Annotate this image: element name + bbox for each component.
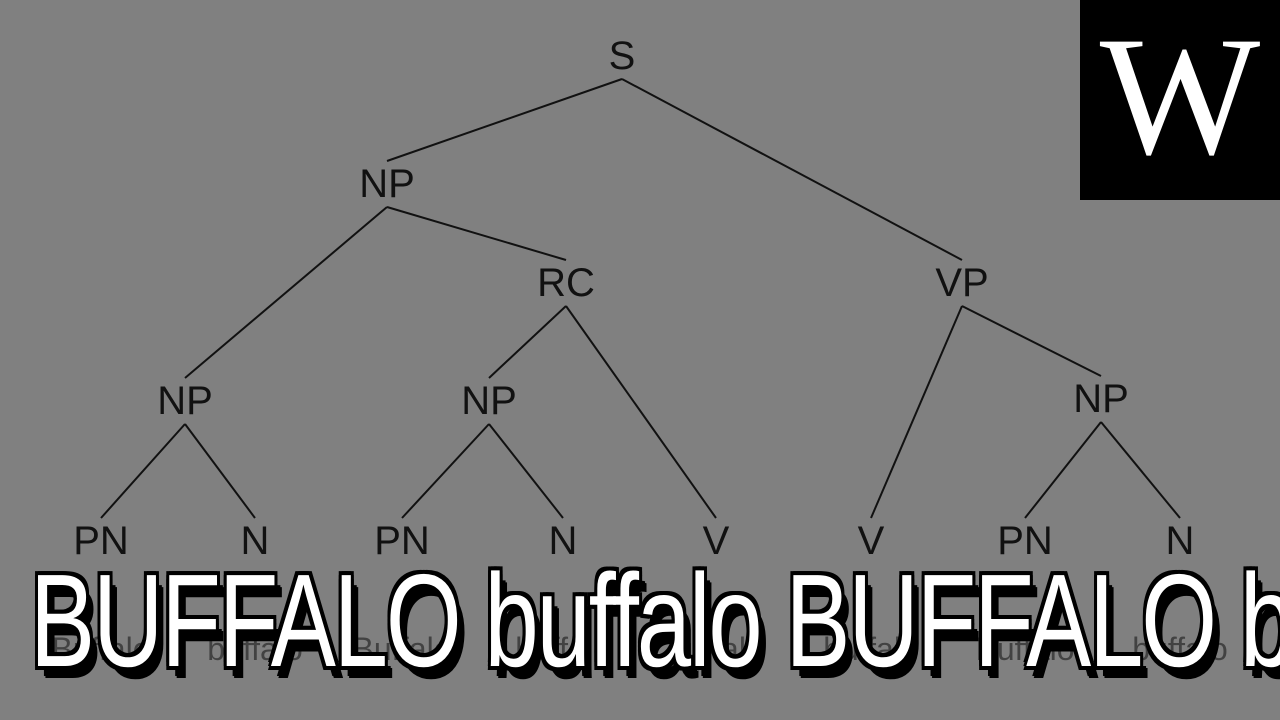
title-caption: BUFFALO buffalo BUFFALO buffalo <box>30 547 1280 694</box>
tree-leaf-word: Buffalo <box>51 631 150 667</box>
tree-edge <box>1024 421 1102 519</box>
tree-nodes: S NP VP RC NP NP NP PN N PN N V V PN N <box>73 34 1194 563</box>
tree-node-pn: PN <box>374 519 430 563</box>
tree-node-vp: VP <box>935 261 988 305</box>
tree-leaf-word: Buffalo <box>975 631 1074 667</box>
tree-edge <box>488 423 564 519</box>
tree-node-n: N <box>1166 519 1195 563</box>
logo-letter: W <box>1099 2 1261 190</box>
tree-node-v: V <box>858 519 885 563</box>
tree-leaf-word: buffalo <box>668 631 764 667</box>
tree-node-rc: RC <box>537 261 595 305</box>
tree-node-n: N <box>241 519 270 563</box>
tree-edge <box>1100 421 1181 519</box>
tree-edge <box>621 78 963 261</box>
tree-edge <box>386 206 567 261</box>
tree-edge <box>401 423 490 519</box>
tree-node-np: NP <box>461 379 517 423</box>
tree-edge <box>386 78 623 162</box>
tree-node-pn: PN <box>997 519 1053 563</box>
tree-node-n: N <box>549 519 578 563</box>
tree-node-np: NP <box>359 162 415 206</box>
wikipedia-logo: W <box>1080 0 1280 200</box>
tree-leaf-word: buffalo <box>515 631 611 667</box>
tree-leaf-word: buffalo <box>207 631 303 667</box>
tree-leaf-words: Buffalo buffalo Buffalo buffalo buffalo buffa… <box>51 631 1227 667</box>
tree-edge <box>565 305 717 519</box>
tree-node-v: V <box>703 519 730 563</box>
tree-node-np: NP <box>157 379 213 423</box>
tree-node-pn: PN <box>73 519 129 563</box>
tree-leaf-word: buffalo <box>1132 631 1228 667</box>
tree-leaf-word: Buffalo <box>352 631 451 667</box>
tree-leaf-word: buffalo <box>823 631 919 667</box>
tree-edge <box>100 423 186 519</box>
tree-node-np: NP <box>1073 377 1129 421</box>
tree-edge <box>184 423 256 519</box>
tree-edge <box>184 206 388 379</box>
tree-edge <box>961 305 1102 377</box>
tree-node-s: S <box>609 34 636 78</box>
tree-edge <box>488 305 567 379</box>
tree-edges <box>100 78 1181 519</box>
tree-edge <box>870 305 963 519</box>
